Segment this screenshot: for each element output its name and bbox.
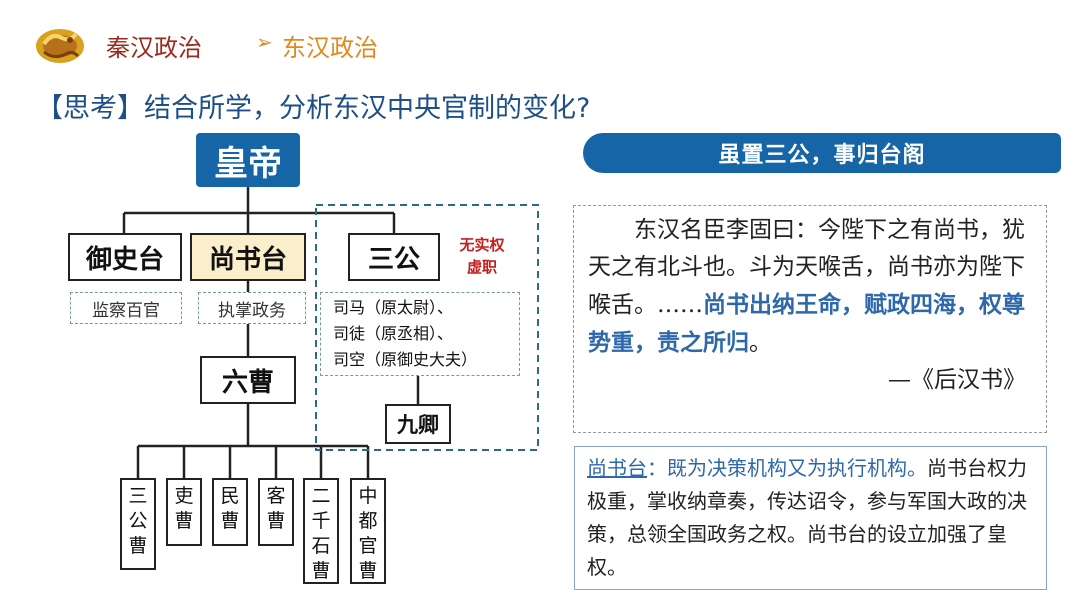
breadcrumb-current[interactable]: 东汉政治: [282, 34, 378, 62]
sangong-member: 司马（原太尉）、: [333, 298, 454, 317]
yushitai-duty: 监察百官: [70, 292, 182, 324]
nominal-post-line: 虚职: [466, 258, 497, 276]
cao-char: 二: [311, 485, 331, 507]
quote-source: —《后汉书》: [888, 367, 1026, 393]
emperor-box: 皇帝: [196, 133, 300, 187]
sangong-members: 司马（原太尉）、 司徒（原丞相）、 司空（原御史大夫）: [320, 292, 520, 376]
summary-body: 尚书台权力极重，掌收纳章奏，传达诏令，参与军国大政的决策，总领全国政务之权。尚书…: [587, 456, 1027, 579]
summary-label: 尚书台: [587, 456, 647, 480]
cao-char: 都: [358, 510, 378, 532]
breadcrumb-section[interactable]: 秦汉政治: [106, 34, 202, 62]
yushitai-box: 御史台: [68, 233, 182, 281]
jiuqing-box: 九卿: [385, 404, 451, 444]
cao-box: 客 曹: [258, 478, 294, 546]
sangong-group-outline: [315, 204, 539, 451]
cao-box: 民 曹: [212, 478, 248, 546]
cao-char: 客: [266, 485, 286, 507]
cao-char: 民: [220, 485, 240, 507]
cao-char: 吏: [174, 485, 194, 507]
no-real-power-note: 无实权 虚职: [453, 234, 511, 278]
cao-char: 曹: [311, 560, 331, 582]
conclusion-banner: 虽置三公，事归台阁: [583, 133, 1061, 173]
cao-char: 石: [311, 535, 331, 557]
cao-char: 曹: [220, 510, 240, 532]
cao-char: 千: [311, 510, 331, 532]
shangshutai-duty: 执掌政务: [198, 292, 306, 324]
no-real-power-line: 无实权: [459, 236, 505, 254]
historical-quote: 东汉名臣李固曰：今陛下之有尚书，犹天之有北斗也。斗为天喉舌，尚书亦为陛下喉舌。……: [573, 205, 1047, 433]
cao-char: 公: [128, 510, 148, 532]
quote-body: 东汉名臣李固曰：今陛下之有尚书，犹天之有北斗也。斗为天喉舌，尚书亦为陛下喉舌。……: [588, 212, 1034, 362]
sangong-box: 三公: [348, 233, 440, 281]
cao-char: 曹: [266, 510, 286, 532]
cao-char: 官: [358, 535, 378, 557]
quote-highlight: 尚书出纳王命，赋政四海，权尊势重，责之所归: [588, 291, 1025, 356]
summary-lead: ：既为决策机构又为执行机构。: [647, 456, 927, 480]
cao-box: 吏 曹: [166, 478, 202, 546]
question-title: 【思考】结合所学，分析东汉中央官制的变化?: [36, 93, 591, 124]
liucao-box: 六曹: [200, 356, 296, 404]
dragon-logo-icon: [30, 22, 90, 68]
cao-box: 中 都 官 曹: [350, 478, 386, 584]
cao-char: 曹: [174, 510, 194, 532]
cao-box: 三 公 曹: [120, 478, 156, 570]
quote-text: 东汉名臣李固曰：今陛下之有尚书，犹天之有北斗也。斗为天喉舌，尚书亦为陛下喉舌。……: [588, 217, 1025, 318]
sangong-member: 司徒（原丞相）、: [333, 324, 454, 343]
cao-char: 曹: [358, 560, 378, 582]
sangong-member: 司空（原御史大夫）: [333, 350, 478, 369]
cao-char: 三: [128, 485, 148, 507]
shangshutai-box: 尚书台: [190, 233, 306, 281]
breadcrumb-arrow-icon: ➢: [256, 30, 273, 54]
cao-char: 中: [358, 485, 378, 507]
quote-end: 。: [749, 330, 772, 356]
cao-char: 曹: [128, 535, 148, 557]
shangshutai-summary: 尚书台：既为决策机构又为执行机构。尚书台权力极重，掌收纳章奏，传达诏令，参与军国…: [574, 446, 1047, 590]
cao-box: 二 千 石 曹: [303, 478, 339, 584]
